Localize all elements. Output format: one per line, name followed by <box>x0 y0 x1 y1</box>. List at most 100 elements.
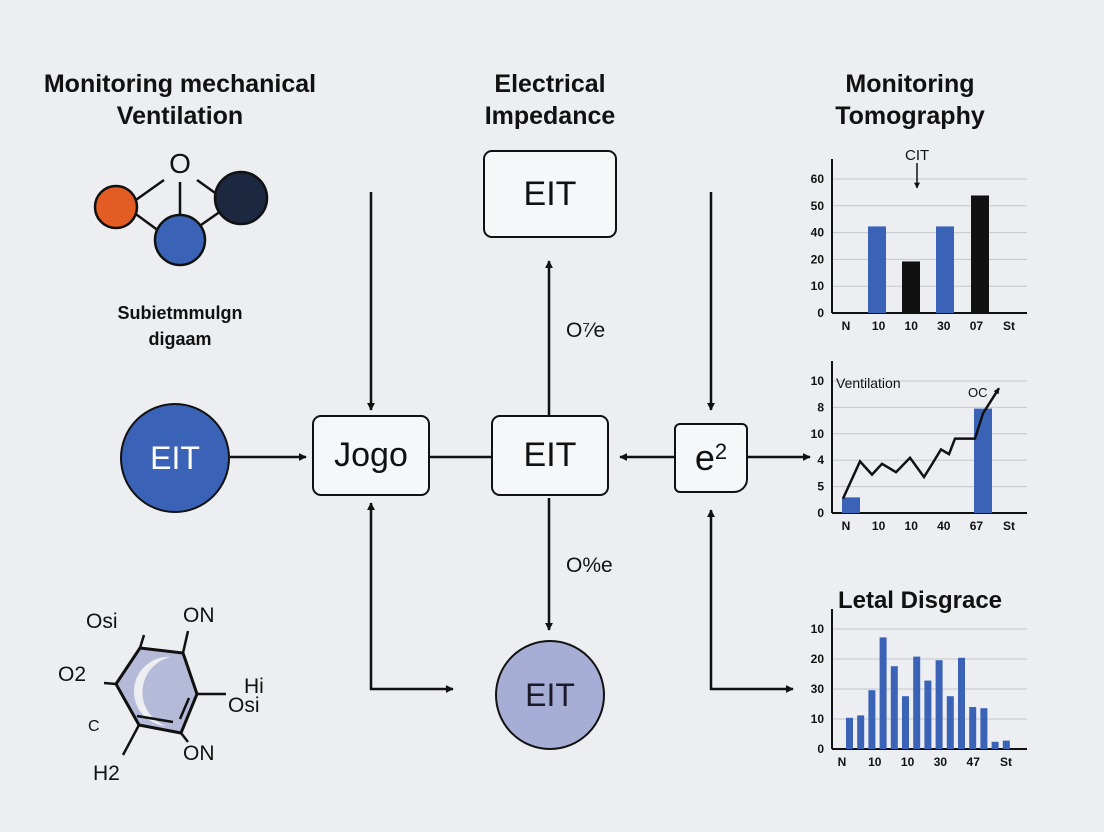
center-title-line2: Impedance <box>484 102 616 130</box>
chart-2-y-tick: 5 <box>817 480 824 494</box>
chart-1-x-tick: 10 <box>872 319 886 333</box>
chart-3-title: Letal Disgrace <box>837 587 1003 614</box>
molecule-top: O <box>93 148 269 267</box>
chart-2-x-tick: 10 <box>905 519 919 533</box>
e-squared-exponent: 2 <box>714 439 728 464</box>
atom-label-osi-right: Osi <box>228 694 260 717</box>
chart-2-bar <box>842 497 860 513</box>
chart-2-bar <box>974 408 992 513</box>
chart-3-y-tick: 10 <box>811 622 825 636</box>
chart-1-y-tick: 10 <box>811 279 825 293</box>
chart-1-bar <box>902 261 920 313</box>
chart-3-bar <box>857 715 865 749</box>
node-eit-center[interactable]: EIT <box>491 415 609 496</box>
chart-3-y-tick: 20 <box>811 652 825 666</box>
chart-3-bar <box>868 690 876 749</box>
chart-2-x-tick: N <box>842 519 851 533</box>
right-title-line2: Tomography <box>835 102 985 130</box>
right-title: Monitoring Tomography <box>810 68 1010 132</box>
chart-3: 10 20 30 10 0N 10 10 30 47 St <box>811 609 1027 769</box>
chart-1-x-tick: 30 <box>937 319 951 333</box>
chart-1-bar <box>971 195 989 313</box>
chart-1-bar <box>936 226 954 313</box>
atom-navy <box>213 170 269 226</box>
chart-3-x-tick: 10 <box>868 755 882 769</box>
atom-label-h2: H2 <box>93 762 120 785</box>
chart-3-bar <box>991 741 999 749</box>
chart-1-y-tick: 60 <box>811 172 825 186</box>
chart-2-y-tick: 8 <box>817 400 824 414</box>
center-title-line1: Electrical <box>494 70 606 98</box>
chart-3-bar <box>969 707 977 749</box>
atom-blue <box>153 213 207 267</box>
chart-3-bar <box>946 696 954 749</box>
chart-3-x-tick: N <box>838 755 847 769</box>
right-title-line1: Monitoring <box>845 70 975 98</box>
chart-3-x-tick: St <box>1000 755 1012 769</box>
atom-label-c: C <box>88 718 100 735</box>
chart-2-y-tick: 0 <box>817 506 824 520</box>
edge-label-up: O⁷⁄e <box>566 319 606 342</box>
atom-label-o: O <box>169 148 191 179</box>
node-eit-top[interactable]: EIT <box>483 150 617 238</box>
chart-3-bar <box>1002 740 1010 749</box>
chart-3-y-tick: 10 <box>811 712 825 726</box>
atom-label-o2: O2 <box>58 663 87 686</box>
left-subtitle-line1: Subietmmulgn <box>117 303 243 323</box>
chart-3-x-tick: 47 <box>967 755 981 769</box>
atom-orange <box>93 184 139 230</box>
chart-2-annotation: OC <box>968 385 988 400</box>
chart-1: 60 50 40 20 10 0N 10 10 30 07 St <box>811 159 1027 333</box>
chart-1-x-tick: 07 <box>970 319 984 333</box>
left-title-line2: Ventilation <box>116 102 244 130</box>
molecule-bottom <box>103 630 226 756</box>
chart-2-series-line <box>841 387 1001 500</box>
atom-label-on-bottom: ON <box>183 742 215 765</box>
chart-2-y-tick: 10 <box>811 374 825 388</box>
left-title-line1: Monitoring mechanical <box>43 70 317 98</box>
chart-2-x-tick: 10 <box>872 519 886 533</box>
arrow-e2-to-chart-3 <box>707 509 794 693</box>
node-eit-left-circle[interactable]: EIT <box>120 403 230 513</box>
chart-3-bar <box>958 657 965 749</box>
chart-1-x-tick: N <box>842 319 851 333</box>
chart-3-bar <box>935 660 943 749</box>
chart-2-title: Ventilation <box>836 375 901 391</box>
chart-3-x-tick: 10 <box>901 755 915 769</box>
chart-3-y-tick: 0 <box>817 742 824 756</box>
atom-label-osi-top: Osi <box>86 610 118 633</box>
left-subtitle-line2: digaam <box>148 329 212 349</box>
chart-1-y-tick: 50 <box>811 199 825 213</box>
connector-arrows <box>230 192 811 693</box>
chart-3-bar <box>913 656 921 749</box>
chart-1-y-tick: 40 <box>811 226 825 240</box>
chart-2-y-tick: 10 <box>811 427 825 441</box>
left-subtitle: Subietmmulgn digaam <box>80 300 280 352</box>
chart-3-bar <box>902 696 909 749</box>
center-title: Electrical Impedance <box>430 68 670 132</box>
chart-3-y-tick: 30 <box>811 682 825 696</box>
chart-1-bar <box>868 226 886 313</box>
chart-2-x-tick: St <box>1003 519 1015 533</box>
chart-1-y-tick: 20 <box>811 252 825 266</box>
node-eit-bottom-circle[interactable]: EIT <box>495 640 605 750</box>
chart-1-x-tick: 10 <box>905 319 919 333</box>
e-squared-base: e <box>694 437 715 478</box>
chart-2-x-tick: 67 <box>970 519 984 533</box>
chart-3-bar <box>846 717 853 749</box>
chart-2-x-tick: 40 <box>937 519 951 533</box>
node-jogo[interactable]: Jogo <box>312 415 430 496</box>
edge-label-down: O%e <box>566 554 613 577</box>
chart-1-x-tick: St <box>1003 319 1015 333</box>
arrow-jogo-to-eit-bottom <box>367 502 454 693</box>
chart-3-bar <box>924 680 932 749</box>
chart-1-y-tick: 0 <box>817 306 824 320</box>
chart-3-x-tick: 30 <box>934 755 948 769</box>
atom-label-hi: Hi <box>244 675 264 698</box>
chart-3-bar <box>980 708 988 749</box>
left-title: Monitoring mechanical Ventilation <box>20 68 340 132</box>
